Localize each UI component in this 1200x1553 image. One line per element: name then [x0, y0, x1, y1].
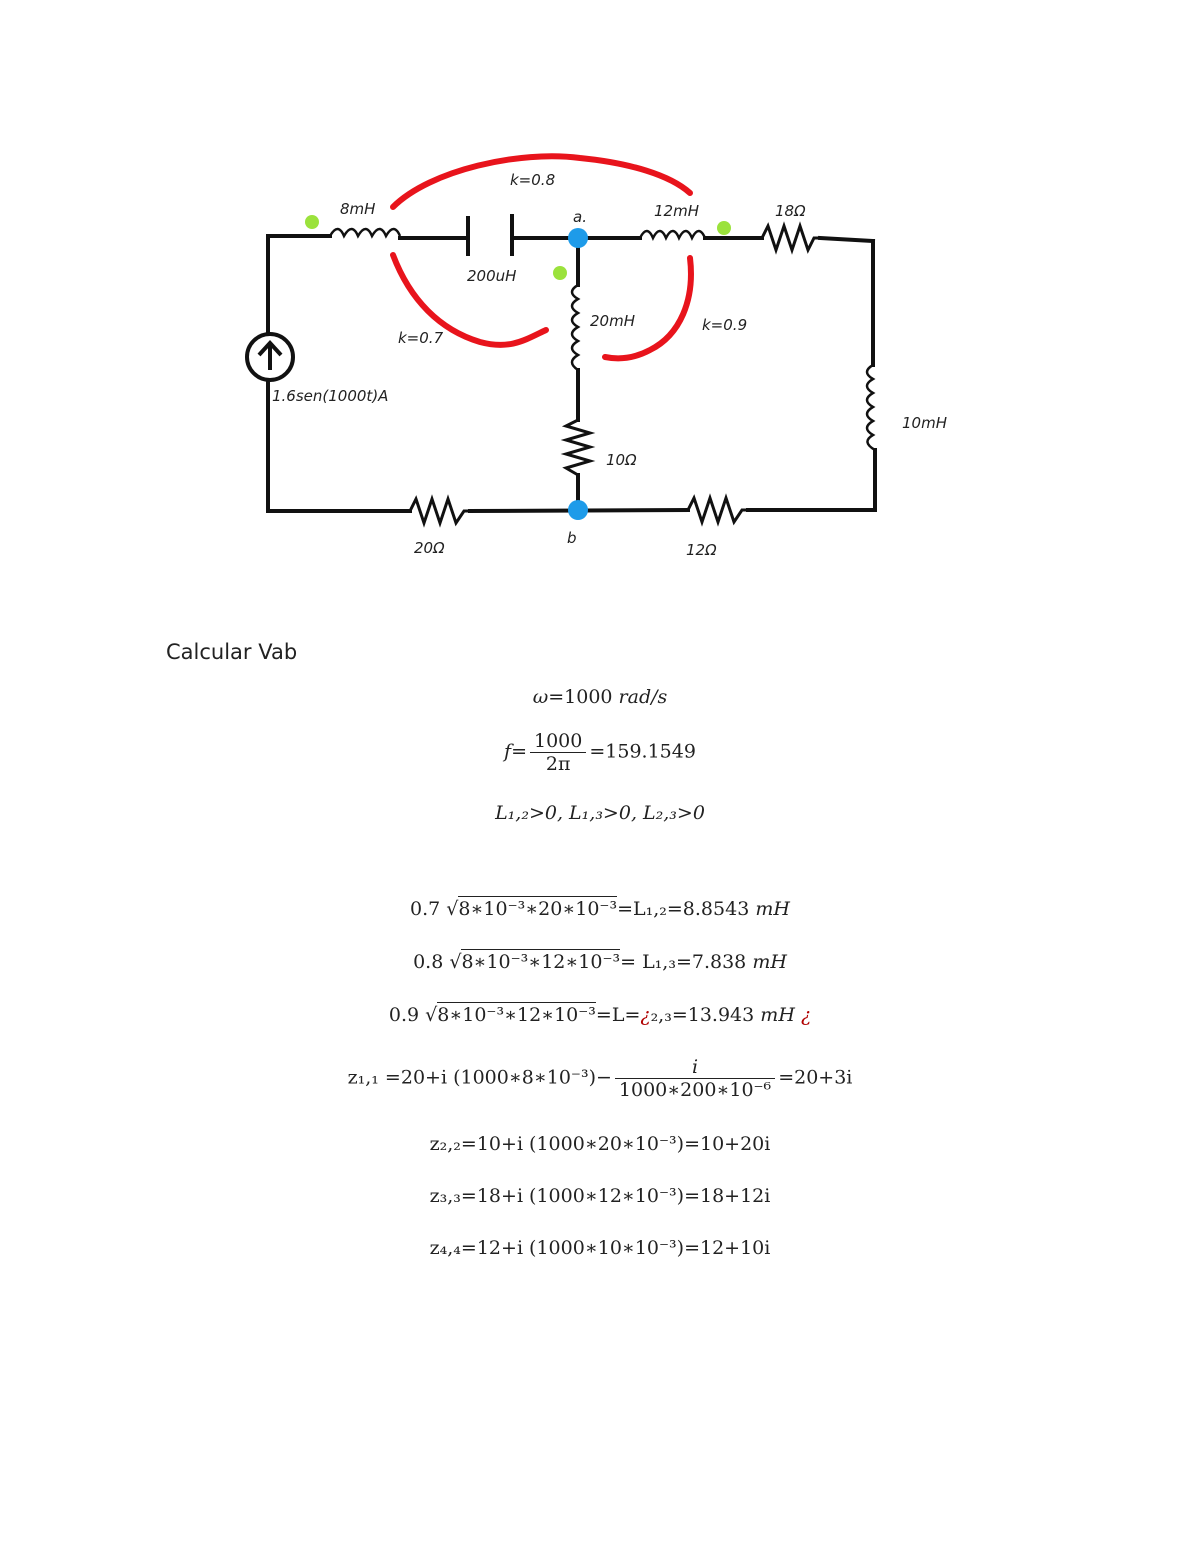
label-10mh: 10mH [902, 414, 947, 432]
label-node-a: a. [573, 208, 587, 226]
inductor-8mh [328, 227, 402, 239]
inductor-20mh [570, 283, 581, 372]
inductor-12mh [638, 229, 707, 241]
polarity-dot-l2 [553, 266, 567, 280]
resistor-18 [760, 221, 820, 255]
label-source: 1.6sen(1000t)A [272, 387, 388, 405]
polarity-dots [305, 215, 731, 280]
label-k08: k=0.8 [510, 171, 555, 189]
node-b [568, 500, 588, 520]
coupling-arcs [390, 153, 694, 362]
equation-z22: z₂,₂=10+i (1000∗20∗10⁻³)=10+20i [429, 1133, 771, 1155]
label-k09: k=0.9 [702, 316, 747, 334]
equation-omega: ω=1000 rad/s [532, 686, 668, 708]
capacitor-200uh [466, 214, 514, 256]
label-k07: k=0.7 [398, 329, 444, 347]
label-10ohm: 10Ω [606, 451, 637, 469]
label-node-b: b [567, 529, 577, 547]
node-a [568, 228, 588, 248]
equation-z44: z₄,₄=12+i (1000∗10∗10⁻³)=12+10i [429, 1237, 771, 1259]
label-18ohm: 18Ω [775, 202, 806, 220]
label-12mh: 12mH [654, 202, 699, 220]
resistor-12 [686, 493, 748, 527]
coupling-arc-k07 [390, 252, 549, 348]
equation-mutual-signs: L₁,₂>0, L₁,₃>0, L₂,₃>0 [495, 802, 705, 824]
label-20mh: 20mH [590, 312, 635, 330]
label-200uh: 200uH [467, 267, 516, 285]
polarity-dot-l1 [305, 215, 319, 229]
heading-calcular-vab: Calcular Vab [166, 640, 298, 664]
label-12ohm: 12Ω [686, 541, 717, 559]
coupling-arc-k09 [602, 255, 694, 362]
label-20ohm: 20Ω [414, 539, 445, 557]
resistor-10 [560, 418, 596, 477]
coupling-arc-k08 [390, 153, 693, 210]
current-source [245, 332, 295, 382]
resistor-20 [408, 494, 470, 528]
polarity-dot-l3 [717, 221, 731, 235]
equation-m23: 0.9 √8∗10⁻³∗12∗10⁻³=L=¿₂,₃=13.943 mH ¿ [388, 1002, 812, 1026]
inductor-10mh [865, 363, 876, 452]
label-8mh: 8mH [340, 200, 375, 218]
equation-m12: 0.7 √8∗10⁻³∗20∗10⁻³=L₁,₂=8.8543 mH [410, 896, 790, 920]
circuit-diagram: 8mH k=0.8 a. 12mH 18Ω 200uH 20mH k=0.7 k… [245, 153, 947, 559]
equation-m13: 0.8 √8∗10⁻³∗12∗10⁻³= L₁,₃=7.838 mH [413, 949, 787, 973]
equation-z33: z₃,₃=18+i (1000∗12∗10⁻³)=18+12i [429, 1185, 771, 1207]
